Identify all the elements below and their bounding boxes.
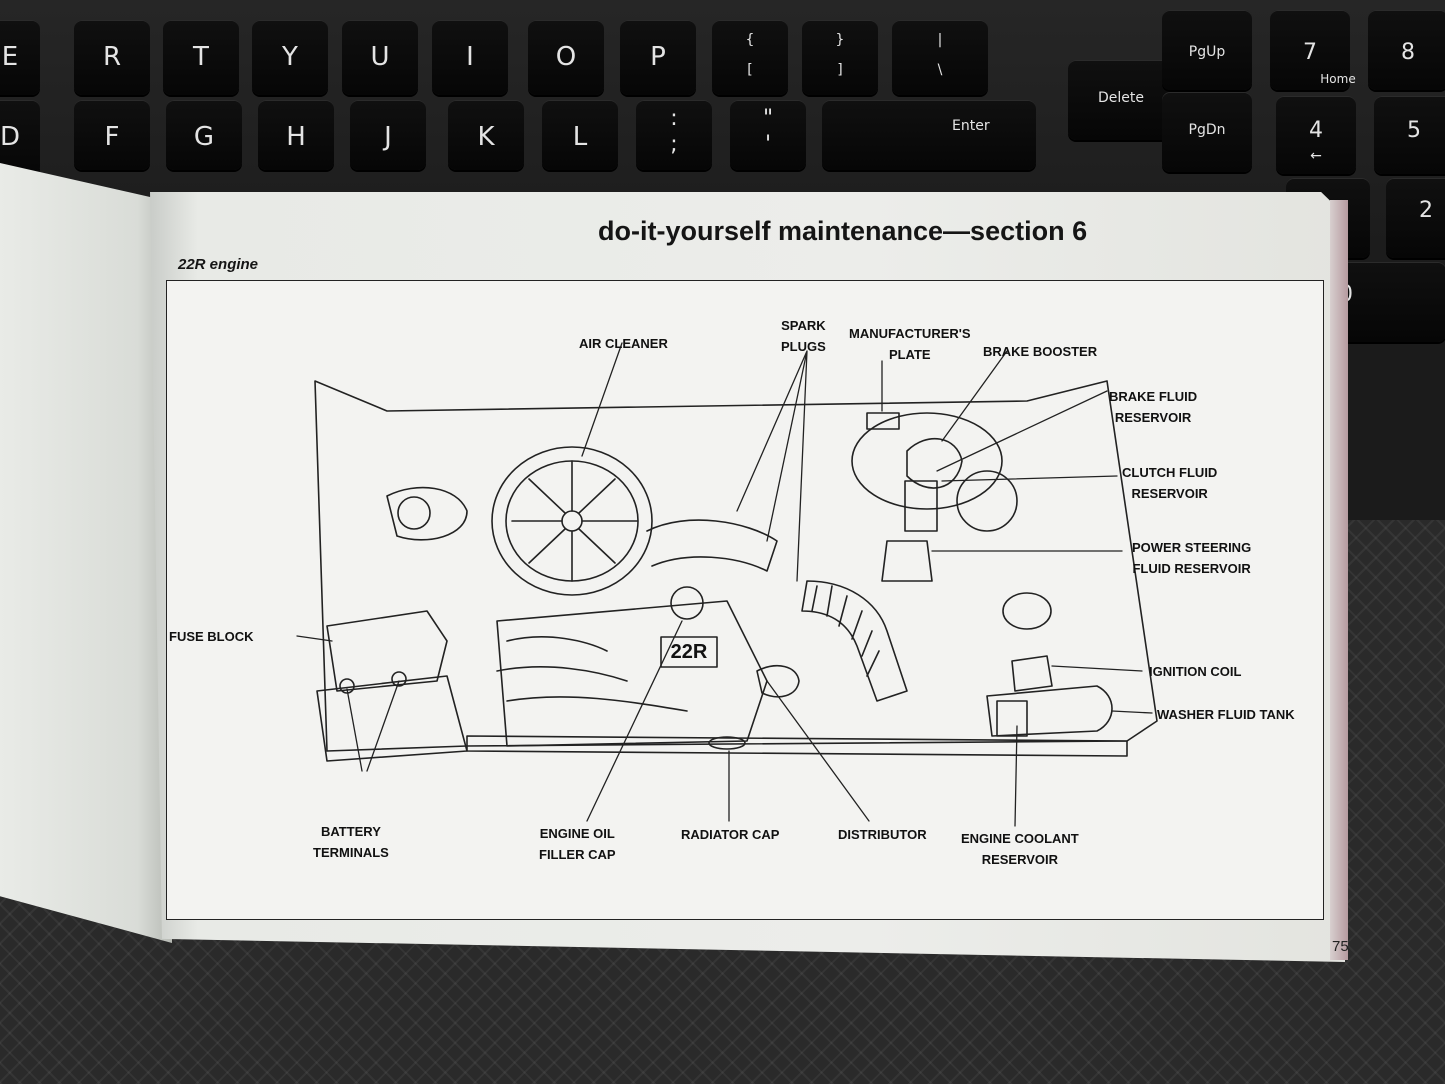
left-strut-tower bbox=[386, 486, 468, 541]
booklet-page-edge bbox=[1330, 200, 1348, 960]
callout-brake-booster: BRAKE BOOSTER bbox=[983, 344, 1098, 359]
key-u[interactable]: U bbox=[342, 20, 418, 95]
callout-air-cleaner: AIR CLEANER bbox=[579, 336, 668, 351]
key-num4[interactable]: 4← bbox=[1276, 96, 1356, 174]
callout-brake-fluid-reservoir: BRAKE FLUID RESERVOIR bbox=[1109, 389, 1198, 425]
key-num8[interactable]: 8 bbox=[1368, 10, 1445, 90]
key-brace-left[interactable]: {[ bbox=[712, 20, 788, 95]
key-h[interactable]: H bbox=[258, 100, 334, 170]
washer-tank-drawing bbox=[986, 685, 1113, 737]
battery-terminal-right bbox=[391, 671, 407, 687]
engine-bay-drawing bbox=[296, 342, 1158, 827]
key-pgdn[interactable]: PgDn bbox=[1162, 92, 1252, 172]
callout-fuse-block: FUSE BLOCK bbox=[169, 629, 254, 644]
radiator-cap-drawing bbox=[708, 736, 746, 750]
battery-terminal-left bbox=[339, 678, 355, 694]
brake-reservoir-drawing bbox=[904, 480, 938, 532]
coolant-reservoir-drawing bbox=[996, 700, 1028, 737]
fuse-block-drawing bbox=[326, 610, 448, 692]
brake-booster bbox=[851, 412, 1003, 510]
key-o[interactable]: O bbox=[528, 20, 604, 95]
right-strut-ring bbox=[956, 470, 1018, 532]
key-quote[interactable]: "' bbox=[730, 100, 806, 170]
distributor-drawing bbox=[756, 665, 800, 698]
callout-spark-plugs: SPARK PLUGS bbox=[781, 318, 826, 354]
key-d[interactable]: D bbox=[0, 100, 40, 175]
callout-power-steering-fluid-reservoir: POWER STEERING FLUID RESERVOIR bbox=[1132, 540, 1252, 576]
page-number: 75 bbox=[1332, 938, 1349, 955]
key-i[interactable]: I bbox=[432, 20, 508, 95]
key-enter[interactable]: Enter bbox=[822, 100, 1036, 170]
key-delete[interactable]: Delete bbox=[1068, 60, 1174, 140]
engine-diagram: AIR CLEANER SPARK PLUGS MANUFACTURER'S P… bbox=[166, 280, 1324, 920]
callout-manufacturers-plate: MANUFACTURER'S PLATE bbox=[849, 326, 971, 362]
callout-clutch-fluid-reservoir: CLUTCH FLUID RESERVOIR bbox=[1122, 465, 1218, 501]
left-strut-ring bbox=[397, 496, 431, 530]
key-num2[interactable]: 2 bbox=[1386, 178, 1445, 258]
key-p[interactable]: P bbox=[620, 20, 696, 95]
callout-washer-fluid-tank: WASHER FLUID TANK bbox=[1157, 707, 1295, 722]
callout-engine-oil-filler-cap: ENGINE OIL FILLER CAP bbox=[539, 826, 616, 862]
power-steering-reservoir-drawing bbox=[881, 540, 933, 582]
booklet-left-page bbox=[0, 163, 172, 943]
ignition-coil-drawing bbox=[1011, 655, 1053, 692]
callout-ignition-coil: IGNITION COIL bbox=[1149, 664, 1242, 679]
key-num5[interactable]: 5 bbox=[1374, 96, 1445, 174]
section-title: do-it-yourself maintenance—section 6 bbox=[598, 216, 1088, 246]
key-backslash[interactable]: |\ bbox=[892, 20, 988, 95]
key-semicolon[interactable]: :; bbox=[636, 100, 712, 170]
key-y[interactable]: Y bbox=[252, 20, 328, 95]
fender-outline bbox=[314, 380, 1158, 752]
keyboard: E R T Y U I O P {[ }] |\ Delete PgUp 7 H… bbox=[0, 0, 1445, 342]
right-filter bbox=[1002, 592, 1052, 630]
key-t[interactable]: T bbox=[163, 20, 239, 95]
oil-filler-cap-drawing bbox=[670, 586, 704, 620]
callout-engine-coolant-reservoir: ENGINE COOLANT RESERVOIR bbox=[961, 831, 1079, 867]
key-brace-right[interactable]: }] bbox=[802, 20, 878, 95]
engine-badge-box bbox=[660, 636, 718, 668]
key-pgup[interactable]: PgUp bbox=[1162, 10, 1252, 90]
key-l[interactable]: L bbox=[542, 100, 618, 170]
intake-tube bbox=[646, 519, 778, 572]
callout-battery-terminals: BATTERY TERMINALS bbox=[313, 824, 389, 860]
callout-distributor: DISTRIBUTOR bbox=[838, 827, 927, 842]
callout-radiator-cap: RADIATOR CAP bbox=[681, 827, 780, 842]
key-f[interactable]: F bbox=[74, 100, 150, 170]
air-cleaner-housing bbox=[491, 446, 653, 596]
key-g[interactable]: G bbox=[166, 100, 242, 170]
radiator-support bbox=[466, 735, 1128, 757]
key-num7[interactable]: 7 bbox=[1270, 10, 1350, 90]
manufacturers-plate-drawing bbox=[866, 412, 900, 430]
key-r[interactable]: R bbox=[74, 20, 150, 95]
engine-badge: 22R bbox=[670, 641, 708, 663]
key-k[interactable]: K bbox=[448, 100, 524, 170]
intake-hose bbox=[801, 580, 908, 702]
key-j[interactable]: J bbox=[350, 100, 426, 170]
engine-label: 22R engine bbox=[178, 256, 259, 273]
key-e[interactable]: E bbox=[0, 20, 40, 95]
engine-block bbox=[496, 600, 768, 747]
